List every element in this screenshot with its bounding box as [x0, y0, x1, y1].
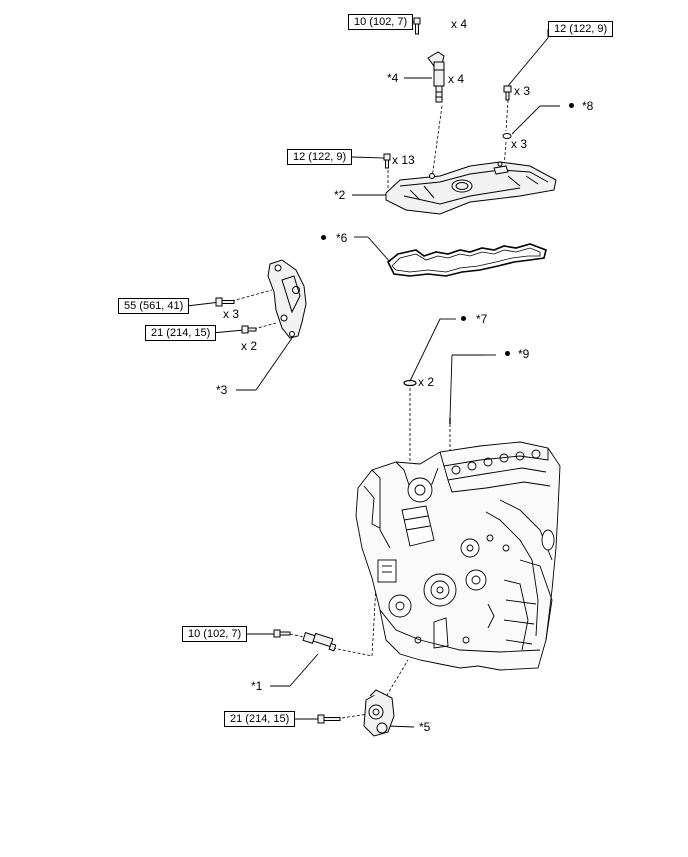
callout-3: *3 [216, 383, 228, 397]
bracket-bolt-21 [241, 325, 257, 334]
bullet-callout-9 [505, 351, 510, 356]
torque-spec-bracket-bolt-55: 55 (561, 41) [118, 298, 190, 314]
callout-7: *7 [476, 312, 488, 326]
spark-plug-tube-gasket [502, 133, 512, 139]
belt-tensioner [363, 689, 395, 737]
callout-9: *9 [518, 347, 530, 361]
quantity-tube-gasket: x 3 [511, 137, 528, 151]
torque-spec-cover-stud: 12 (122, 9) [548, 21, 614, 37]
ignition-coil-bolt [413, 17, 421, 35]
callout-6: *6 [336, 231, 348, 245]
torque-spec-cover-bolt: 12 (122, 9) [287, 149, 353, 165]
callout-1: *1 [251, 679, 263, 693]
cylinder-head-cover [385, 161, 557, 215]
torque-spec-top-bolt: 10 (102, 7) [348, 14, 414, 30]
ignition-coil [427, 51, 445, 103]
callout-5: *5 [419, 720, 431, 734]
quantity-ignition-coil: x 4 [448, 72, 465, 86]
sensor-bolt [273, 629, 291, 638]
bullet-callout-8 [569, 103, 574, 108]
quantity-cover-bolt: x 13 [392, 153, 415, 167]
tensioner-bolt [317, 714, 341, 724]
cover-gasket [386, 243, 547, 277]
bullet-callout-6 [321, 235, 326, 240]
quantity-bracket-bolt-55: x 3 [223, 307, 240, 321]
callout-8: *8 [582, 99, 594, 113]
bullet-callout-7 [461, 316, 466, 321]
callout-4: *4 [387, 71, 399, 85]
torque-spec-tensioner-bolt: 21 (214, 15) [224, 711, 296, 727]
engine-assembly [355, 441, 561, 671]
engine-mounting-bracket [267, 259, 307, 339]
torque-spec-bracket-bolt-21: 21 (214, 15) [145, 325, 217, 341]
crankshaft-position-sensor [302, 632, 337, 652]
cylinder-head-cover-bolt [383, 153, 391, 169]
quantity-cover-stud: x 3 [514, 84, 531, 98]
quantity-bracket-bolt-21: x 2 [241, 339, 258, 353]
o-ring [403, 379, 417, 387]
torque-spec-sensor-bolt: 10 (102, 7) [182, 626, 248, 642]
callout-2: *2 [334, 188, 346, 202]
leader-lines [186, 21, 560, 728]
quantity-o-ring: x 2 [418, 375, 435, 389]
bracket-bolt-55 [215, 297, 235, 307]
cover-stud-bolt [503, 85, 512, 101]
quantity-top-bolt: x 4 [451, 17, 468, 31]
